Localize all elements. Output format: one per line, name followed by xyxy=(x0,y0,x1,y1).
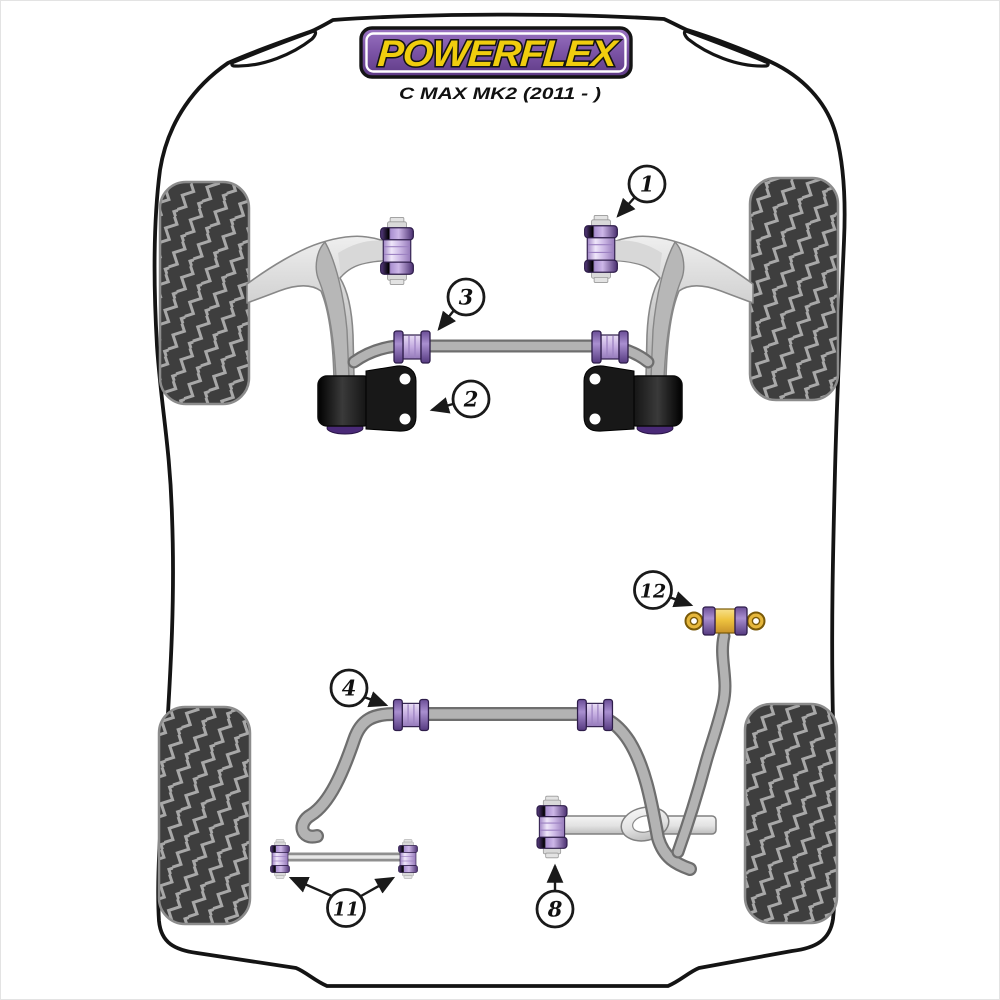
front-arm-rear-bracket-right xyxy=(583,365,683,435)
logo-text: POWERFLEX xyxy=(376,32,620,74)
callout-1: 1 xyxy=(627,164,667,204)
front-arm-rear-bracket-left xyxy=(317,365,417,435)
rear-lower-arm-bushing xyxy=(536,795,568,859)
tie-bar-bushing-left xyxy=(270,839,290,879)
svg-text:2: 2 xyxy=(463,387,479,412)
callout-1-arrow xyxy=(616,196,636,218)
model-subtitle: C MAX MK2 (2011 - ) xyxy=(399,85,602,103)
callout-4: 4 xyxy=(329,668,369,708)
callout-11-arrow-right xyxy=(360,876,396,898)
callout-2: 2 xyxy=(451,379,491,419)
front-anti-roll-bar xyxy=(347,339,655,369)
powerflex-logo: POWERFLEX xyxy=(359,26,633,79)
tie-bar-bushing-right xyxy=(398,839,418,879)
rear-arb-bushing-left xyxy=(392,698,430,732)
tire-front-right xyxy=(748,176,840,402)
car-body-outline xyxy=(152,12,847,988)
svg-text:8: 8 xyxy=(547,897,563,922)
front-arb-bushing-right xyxy=(591,330,629,364)
callout-11-arrow-left xyxy=(288,876,333,898)
svg-text:12: 12 xyxy=(640,581,666,603)
front-arm-front-bushing-left xyxy=(380,216,414,286)
callout-12: 12 xyxy=(633,570,673,610)
callout-4-arrow xyxy=(363,691,389,708)
tire-rear-right xyxy=(743,702,839,925)
svg-text:1: 1 xyxy=(640,172,655,197)
tire-rear-left xyxy=(157,705,252,926)
tire-front-left xyxy=(158,180,251,406)
callout-3: 3 xyxy=(446,277,486,317)
svg-text:3: 3 xyxy=(459,285,474,310)
front-arm-front-bushing-right xyxy=(584,214,618,284)
callout-2-arrow xyxy=(429,397,454,414)
rear-upper-link-insert xyxy=(684,606,766,636)
svg-text:4: 4 xyxy=(342,676,357,701)
rear-upper-link-bar xyxy=(671,629,732,859)
headlight-right-icon xyxy=(682,29,770,68)
headlight-left-icon xyxy=(230,29,318,68)
callout-8: 8 xyxy=(535,889,575,929)
rear-arb-bushing-right xyxy=(576,698,614,732)
callout-12-arrow xyxy=(668,591,694,608)
svg-text:11: 11 xyxy=(333,899,359,921)
callout-arrows xyxy=(288,196,694,898)
callout-11: 11 xyxy=(326,888,366,928)
front-arb-bushing-left xyxy=(393,330,431,364)
callout-3-arrow xyxy=(437,308,457,331)
